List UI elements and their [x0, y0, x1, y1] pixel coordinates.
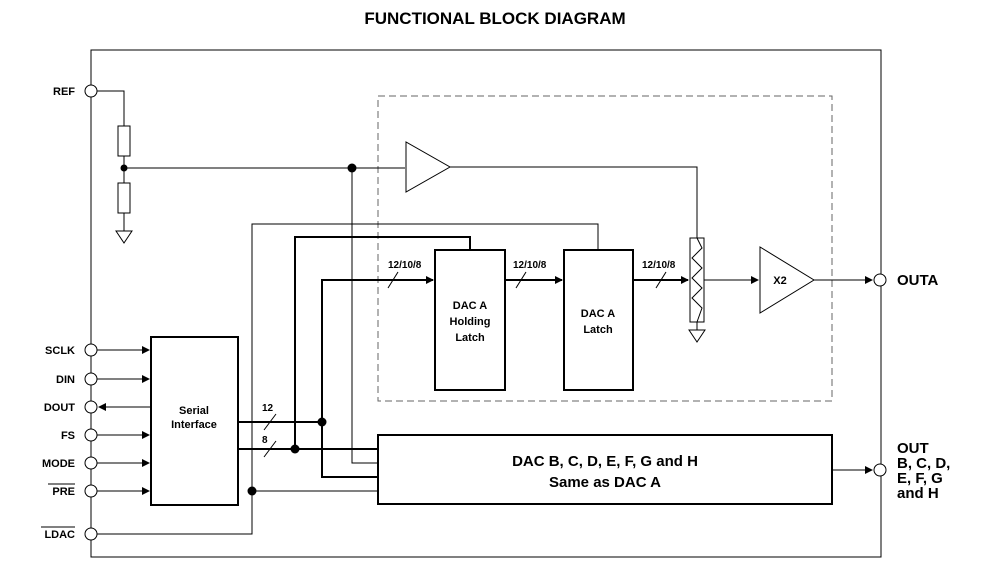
pin-mode-label: MODE	[42, 458, 75, 470]
serial-interface-label: Serial	[179, 405, 209, 417]
holding-latch-label: Holding	[450, 316, 491, 328]
bus-label-8: 8	[262, 435, 268, 446]
ldac-line	[97, 223, 599, 535]
pin-outa: OUTA	[873, 272, 939, 289]
serial-interface-block	[150, 336, 239, 506]
bus-label-12: 12	[262, 403, 274, 414]
pin-out-label: OUT	[897, 440, 929, 457]
ref-to-dac-line	[450, 166, 698, 238]
dac-a-latch-block	[563, 249, 634, 391]
pin-outa-label: OUTA	[897, 272, 939, 289]
x2-amp-label: X2	[773, 275, 786, 287]
pin-din-label: DIN	[56, 374, 75, 386]
pin-dout: DOUT	[44, 400, 98, 414]
pin-pre: PRE	[48, 483, 98, 498]
dac-a-region	[377, 95, 833, 402]
junction-dot	[120, 164, 128, 172]
data-bus-8	[238, 236, 471, 450]
serial-interface-label: Interface	[171, 419, 217, 431]
pin-out-b-h: OUT B, C, D, E, F, G and H	[873, 440, 950, 502]
bus-label-holding-in: 12/10/8	[388, 260, 422, 271]
pin-sclk-label: SCLK	[45, 345, 75, 357]
pin-fs-label: FS	[61, 430, 75, 442]
pin-ldac: LDAC	[41, 526, 98, 541]
pin-fs: FS	[61, 428, 98, 442]
holding-latch-label: Latch	[455, 332, 485, 344]
pin-dout-label: DOUT	[44, 402, 75, 414]
x2-output-amp	[759, 246, 815, 314]
pin-signal-arrows	[97, 346, 151, 495]
junction-dot	[290, 444, 300, 454]
reference-buffer-amp	[405, 141, 452, 193]
junction-dot	[247, 486, 257, 496]
pin-ref: REF	[53, 84, 98, 98]
ref-to-other-dacs-line	[351, 168, 378, 464]
pin-out-label: and H	[897, 485, 939, 502]
pin-din: DIN	[56, 372, 98, 386]
diagram-title: FUNCTIONAL BLOCK DIAGRAM	[364, 9, 625, 28]
pin-mode: MODE	[42, 456, 98, 470]
junction-dot	[317, 417, 327, 427]
data-bus-12	[238, 279, 433, 478]
dac-latch-label: DAC A	[581, 308, 615, 320]
other-dacs-label: Same as DAC A	[549, 474, 661, 491]
pin-out-label: E, F, G	[897, 470, 943, 487]
pin-out-label: B, C, D,	[897, 455, 950, 472]
resistor-string-dac	[688, 237, 706, 343]
pin-ref-label: REF	[53, 86, 75, 98]
pin-ldac-label: LDAC	[44, 529, 75, 541]
dac-latch-label: Latch	[583, 324, 613, 336]
reference-divider	[97, 90, 405, 244]
pin-pre-label: PRE	[52, 486, 75, 498]
bus-label-dac-in: 12/10/8	[642, 260, 676, 271]
holding-latch-label: DAC A	[453, 300, 487, 312]
dac-a-holding-latch-block	[434, 249, 506, 391]
pin-sclk: SCLK	[45, 343, 98, 357]
other-dacs-label: DAC B, C, D, E, F, G and H	[512, 453, 698, 470]
bus-label-latch-in: 12/10/8	[513, 260, 547, 271]
chip-outline	[90, 49, 882, 558]
